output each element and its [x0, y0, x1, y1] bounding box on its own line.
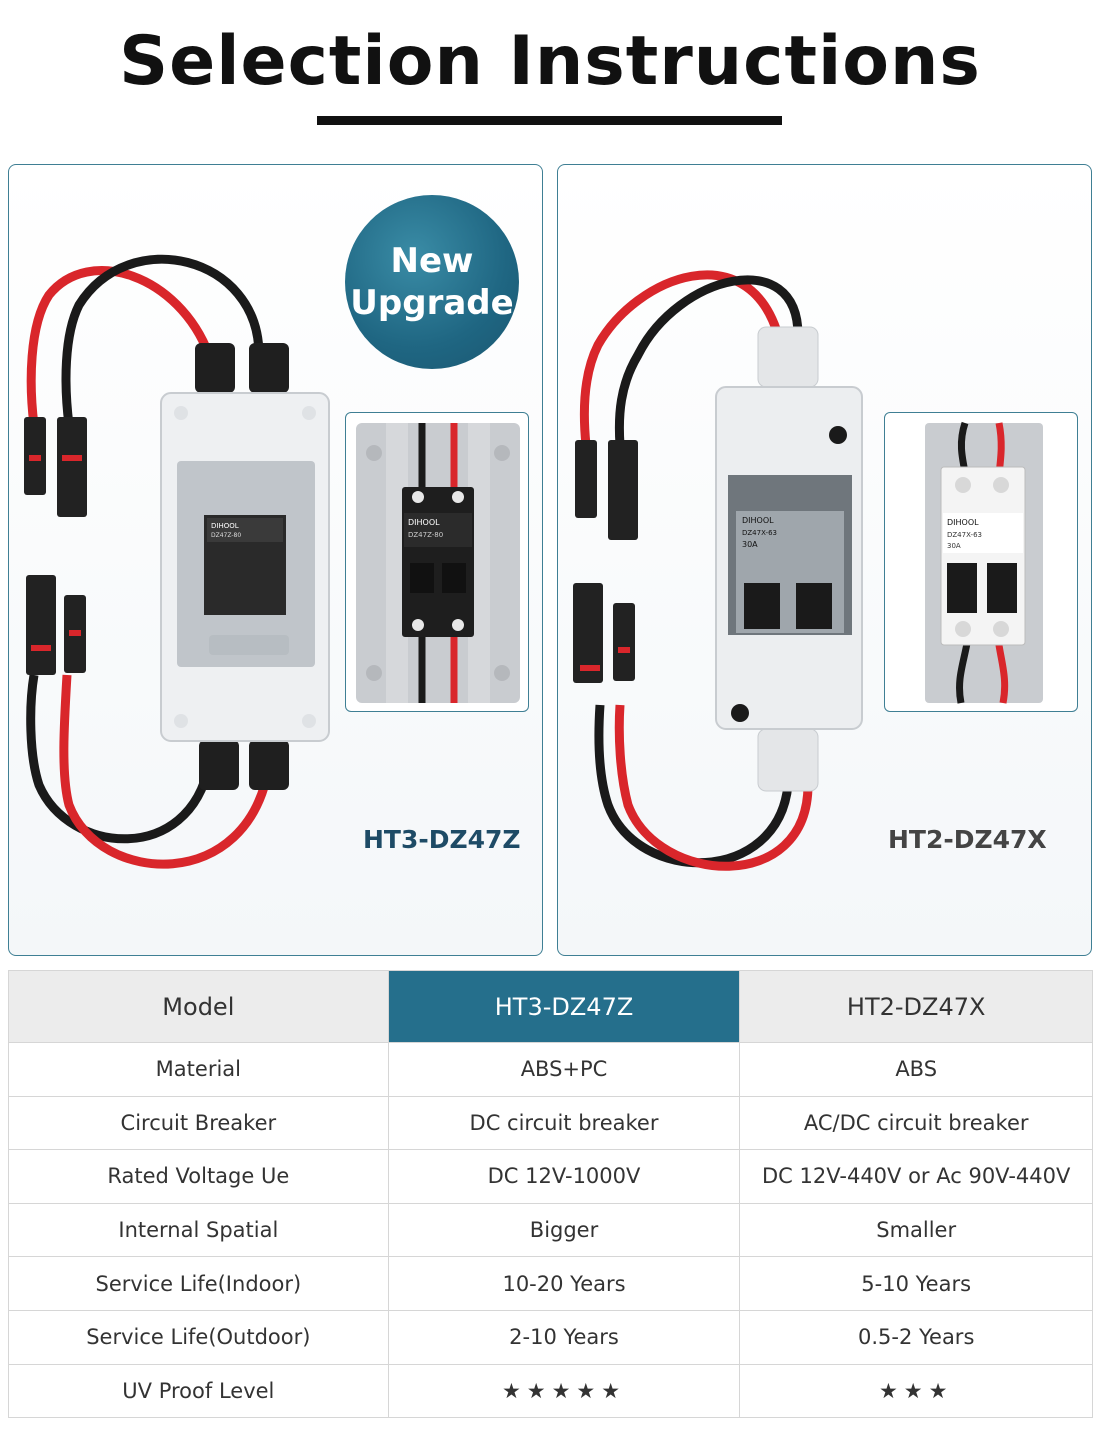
uv-stars-ht3: ★★★★★ — [387, 1363, 741, 1419]
ht2-interior-inset: DIHOOL DZ47X-63 30A — [884, 412, 1078, 712]
cell-ht3: 2-10 Years — [387, 1309, 741, 1365]
svg-text:DZ47X-63: DZ47X-63 — [947, 531, 982, 539]
table-header-row: Model HT3-DZ47Z HT2-DZ47X — [8, 970, 1093, 1043]
row-label: Internal Spatial — [8, 1202, 389, 1258]
cell-ht2: 0.5-2 Years — [739, 1309, 1093, 1365]
row-label: Material — [8, 1042, 389, 1097]
product-card-ht2: DIHOOL DZ47X-63 30A DIHOOL DZ47X-63 30A … — [557, 164, 1092, 956]
mc4-connector-bottom — [26, 575, 86, 675]
table-row: UV Proof Level ★★★★★ ★★★ — [8, 1363, 1093, 1419]
row-label: Service Life(Outdoor) — [8, 1309, 389, 1365]
ht3-interior-inset: DIHOOL DZ47Z-80 — [345, 412, 529, 712]
table-row: Circuit Breaker DC circuit breaker AC/DC… — [8, 1095, 1093, 1151]
header-ht2: HT2-DZ47X — [739, 970, 1093, 1043]
cell-ht3: DC circuit breaker — [387, 1095, 741, 1151]
mc4-connector-top — [24, 417, 87, 517]
uv-stars-ht2: ★★★ — [739, 1363, 1093, 1419]
product-card-ht3: DIHOOL DZ47Z-80 New Upgrade DIHOOL DZ47Z… — [8, 164, 543, 956]
cell-ht3: DC 12V-1000V — [387, 1149, 741, 1204]
table-row: Material ABS+PC ABS — [8, 1042, 1093, 1097]
svg-text:DZ47Z-80: DZ47Z-80 — [408, 531, 443, 539]
svg-text:30A: 30A — [742, 540, 758, 549]
badge-line-1: New — [390, 241, 474, 281]
cell-ht2: AC/DC circuit breaker — [739, 1095, 1093, 1151]
cell-ht3: ABS+PC — [387, 1042, 741, 1097]
svg-text:DIHOOL: DIHOOL — [742, 516, 774, 525]
svg-text:DZ47Z-80: DZ47Z-80 — [211, 532, 241, 539]
table-row: Internal Spatial Bigger Smaller — [8, 1202, 1093, 1258]
table-row: Rated Voltage Ue DC 12V-1000V DC 12V-440… — [8, 1149, 1093, 1204]
cell-ht3: Bigger — [387, 1202, 741, 1258]
row-label: Circuit Breaker — [8, 1095, 389, 1151]
svg-text:30A: 30A — [947, 542, 961, 550]
svg-text:DIHOOL: DIHOOL — [408, 518, 440, 527]
cell-ht2: ABS — [739, 1042, 1093, 1097]
badge-line-2: Upgrade — [350, 283, 514, 323]
page-title: Selection Instructions — [119, 22, 981, 101]
svg-text:DIHOOL: DIHOOL — [211, 522, 239, 530]
cell-ht2: DC 12V-440V or Ac 90V-440V — [739, 1149, 1093, 1204]
comparison-table: Model HT3-DZ47Z HT2-DZ47X Material ABS+P… — [8, 970, 1093, 1419]
new-upgrade-badge: New Upgrade — [345, 195, 519, 369]
cell-ht2: Smaller — [739, 1202, 1093, 1258]
header-model: Model — [8, 970, 389, 1043]
cell-ht2: 5-10 Years — [739, 1256, 1093, 1311]
svg-text:DIHOOL: DIHOOL — [947, 518, 979, 527]
cell-ht3: 10-20 Years — [387, 1256, 741, 1311]
header-ht3: HT3-DZ47Z — [387, 970, 741, 1043]
table-row: Service Life(Indoor) 10-20 Years 5-10 Ye… — [8, 1256, 1093, 1311]
table-row: Service Life(Outdoor) 2-10 Years 0.5-2 Y… — [8, 1309, 1093, 1365]
ht3-product-illustration: DIHOOL DZ47Z-80 — [24, 254, 330, 869]
ht2-product-illustration: DIHOOL DZ47X-63 30A — [573, 270, 863, 871]
ht3-model-label: HT3-DZ47Z — [363, 825, 521, 854]
row-label: Rated Voltage Ue — [8, 1149, 389, 1204]
svg-text:DZ47X-63: DZ47X-63 — [742, 529, 777, 537]
ht2-interior-illustration: DIHOOL DZ47X-63 30A — [925, 421, 1043, 704]
ht3-interior-illustration: DIHOOL DZ47Z-80 — [356, 423, 520, 703]
row-label: Service Life(Indoor) — [8, 1256, 389, 1311]
row-label: UV Proof Level — [8, 1363, 389, 1419]
ht2-model-label: HT2-DZ47X — [888, 825, 1047, 854]
title-underline — [317, 116, 782, 125]
